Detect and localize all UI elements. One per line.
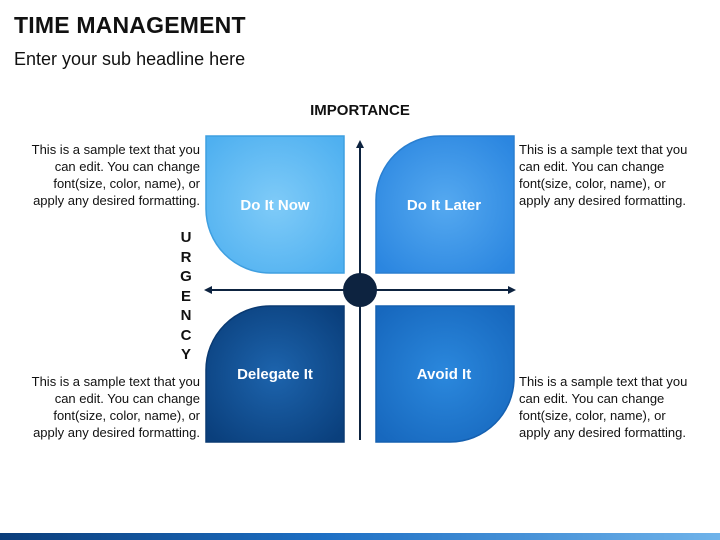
- delegate-it-label: Delegate It: [237, 366, 313, 383]
- urgency-letter: U: [180, 229, 192, 246]
- do-it-later-label: Do It Later: [406, 197, 482, 214]
- importance-axis-label: IMPORTANCE: [310, 102, 410, 119]
- urgency-letter: R: [180, 248, 192, 266]
- urgency-letter: C: [180, 326, 192, 344]
- slide-title: TIME MANAGEMENT: [14, 12, 246, 38]
- avoid-it-petal: [375, 305, 515, 443]
- do-it-now-petal: [205, 135, 345, 274]
- slide-subtitle: Enter your sub headline here: [14, 49, 246, 69]
- do-it-now-label: Do It Now: [240, 197, 310, 214]
- do-it-later-description: This is a sample text that you can edit.…: [519, 142, 688, 208]
- urgency-letter: G: [180, 268, 192, 285]
- delegate-it-description: This is a sample text that you can edit.…: [31, 374, 200, 440]
- urgency-letter: N: [180, 307, 192, 324]
- urgency-letter: Y: [180, 346, 191, 363]
- footer-bar: [0, 533, 720, 540]
- center-dot: [343, 273, 377, 307]
- urgency-axis-label: U R G E N C Y: [176, 228, 196, 365]
- do-it-later-petal: [375, 135, 515, 274]
- avoid-it-label: Avoid It: [416, 366, 472, 383]
- urgency-letter: E: [180, 287, 191, 305]
- do-it-now-description: This is a sample text that you can edit.…: [31, 142, 200, 208]
- avoid-it-description: This is a sample text that you can edit.…: [519, 374, 688, 440]
- delegate-it-petal: [205, 305, 345, 443]
